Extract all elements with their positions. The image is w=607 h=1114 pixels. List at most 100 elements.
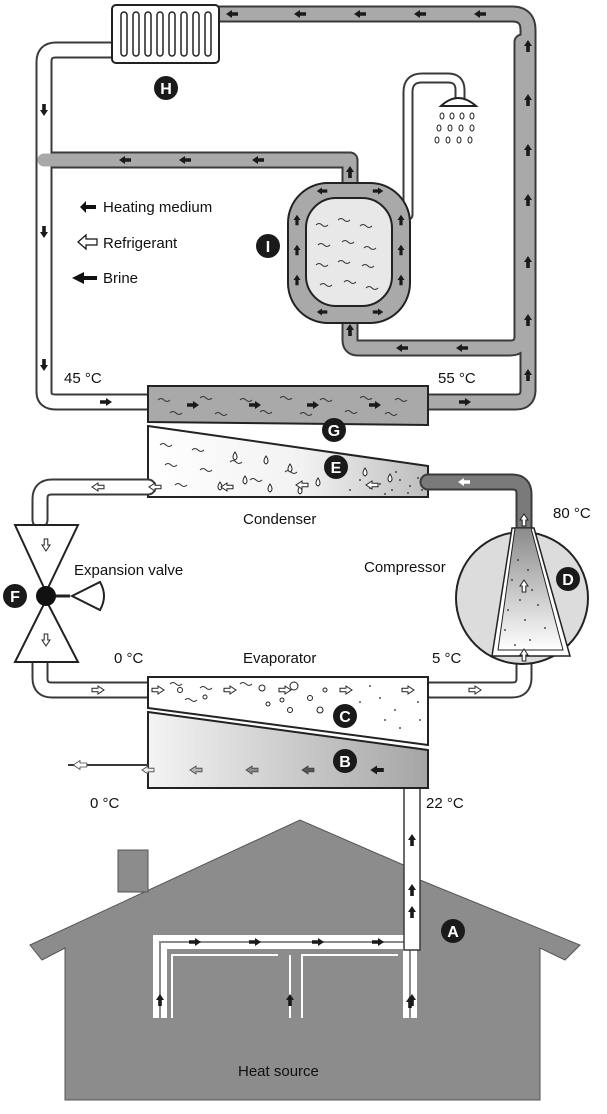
brine-arrow [72, 759, 88, 771]
refrigerant-arrow [295, 480, 309, 490]
legend-refrigerant-label: Refrigerant [103, 235, 178, 252]
condenser-label: Condenser [243, 511, 316, 528]
heating-arrow [456, 344, 468, 352]
refrigerant-arrow [151, 685, 165, 695]
brine-arrow [408, 884, 416, 896]
brine-arrow [408, 906, 416, 918]
legend-heating-medium-label: Heating medium [103, 199, 212, 216]
compressor-gas-dots [504, 559, 546, 646]
heating-arrow [396, 344, 408, 352]
heating-arrow [40, 226, 48, 238]
heating-arrow [414, 10, 426, 18]
badge-h: H [154, 76, 178, 100]
refrigerant-arrow [519, 513, 529, 527]
brine-arrow [245, 765, 259, 775]
tank-water-waves [315, 218, 379, 290]
refrigerant-arrow [41, 538, 51, 552]
refrigerant-arrow [468, 685, 482, 695]
flow-arrows [40, 10, 532, 1008]
refrigerant-arrow [41, 633, 51, 647]
heating-arrow [524, 40, 532, 52]
tank-arrow [397, 274, 405, 286]
badge-d: D [556, 567, 580, 591]
tank-arrow [293, 214, 301, 226]
temp-0-evap: 0 °C [114, 650, 144, 667]
legend-refrigerant: Refrigerant [77, 233, 178, 252]
refrigerant-arrow [365, 480, 379, 490]
badge-e: E [324, 455, 348, 479]
evaporator-label: Evaporator [243, 650, 316, 667]
heating-arrow [346, 166, 354, 178]
shower [395, 72, 479, 221]
badge-i: I [256, 234, 280, 258]
tank-arrow [372, 308, 384, 316]
svg-text:E: E [331, 460, 342, 477]
heating-arrow [524, 194, 532, 206]
heating-arrow [100, 398, 112, 406]
brine-arrow [249, 938, 261, 946]
brine-arrow [301, 765, 315, 775]
svg-text:C: C [339, 709, 351, 726]
heating-arrow [354, 10, 366, 18]
badges: A B C D E F G H I [3, 76, 580, 943]
hot-water-tank [287, 182, 411, 324]
refrigerant-arrow [91, 685, 105, 695]
heating-arrow [524, 256, 532, 268]
heat-source-label: Heat source [238, 1063, 319, 1080]
heating-arrow [524, 314, 532, 326]
refrigerant-arrow [91, 482, 105, 492]
brine-arrow [408, 834, 416, 846]
heating-arrow [524, 369, 532, 381]
heating-arrow [524, 144, 532, 156]
heating-arrow [307, 401, 319, 409]
badge-a: A [441, 919, 465, 943]
expansion-valve [13, 524, 105, 663]
house [29, 819, 581, 1101]
evaporator [147, 676, 429, 789]
heating-arrow [252, 156, 264, 164]
badge-g: G [322, 418, 346, 442]
refrigerant-arrow [519, 648, 529, 662]
tank-arrow [372, 187, 384, 195]
brine-arrow [156, 994, 164, 1006]
evaporator-waves [169, 682, 253, 702]
svg-text:H: H [160, 81, 172, 98]
heating-arrow [346, 324, 354, 336]
brine-arrow [286, 994, 294, 1006]
temp-55: 55 °C [438, 370, 476, 387]
svg-text:A: A [447, 924, 459, 941]
brine-arrow [406, 996, 414, 1008]
heating-arrow [226, 10, 238, 18]
svg-text:G: G [328, 423, 340, 440]
brine-arrow [370, 765, 384, 775]
heating-arrow [119, 156, 131, 164]
heating-arrow [369, 401, 381, 409]
temp-5: 5 °C [432, 650, 462, 667]
heating-arrow [249, 401, 261, 409]
heating-arrow [40, 359, 48, 371]
tank-arrow [397, 244, 405, 256]
refrigerant-arrow [278, 685, 292, 695]
badge-c: C [333, 704, 357, 728]
refrigerant-arrow [458, 478, 470, 486]
refrigerant-pipes [31, 473, 533, 699]
temp-45: 45 °C [64, 370, 102, 387]
tank-arrow [293, 244, 301, 256]
heating-arrow [294, 10, 306, 18]
heating-arrow [459, 398, 471, 406]
labels: 45 °C 55 °C 80 °C Condenser Expansion va… [64, 370, 591, 1080]
legend: Heating medium Refrigerant Brine [72, 199, 212, 287]
condensation-drops [217, 451, 393, 495]
compressor-label: Compressor [364, 559, 446, 576]
svg-text:I: I [266, 239, 270, 256]
brine-arrow [312, 938, 324, 946]
legend-brine-label: Brine [103, 270, 138, 287]
badge-b: B [333, 749, 357, 773]
evaporator-bubbles [177, 681, 343, 715]
tank-arrow [293, 274, 301, 286]
condenser [147, 385, 429, 498]
tank-arrow [316, 187, 328, 195]
temp-80: 80 °C [553, 505, 591, 522]
heating-arrow [179, 156, 191, 164]
